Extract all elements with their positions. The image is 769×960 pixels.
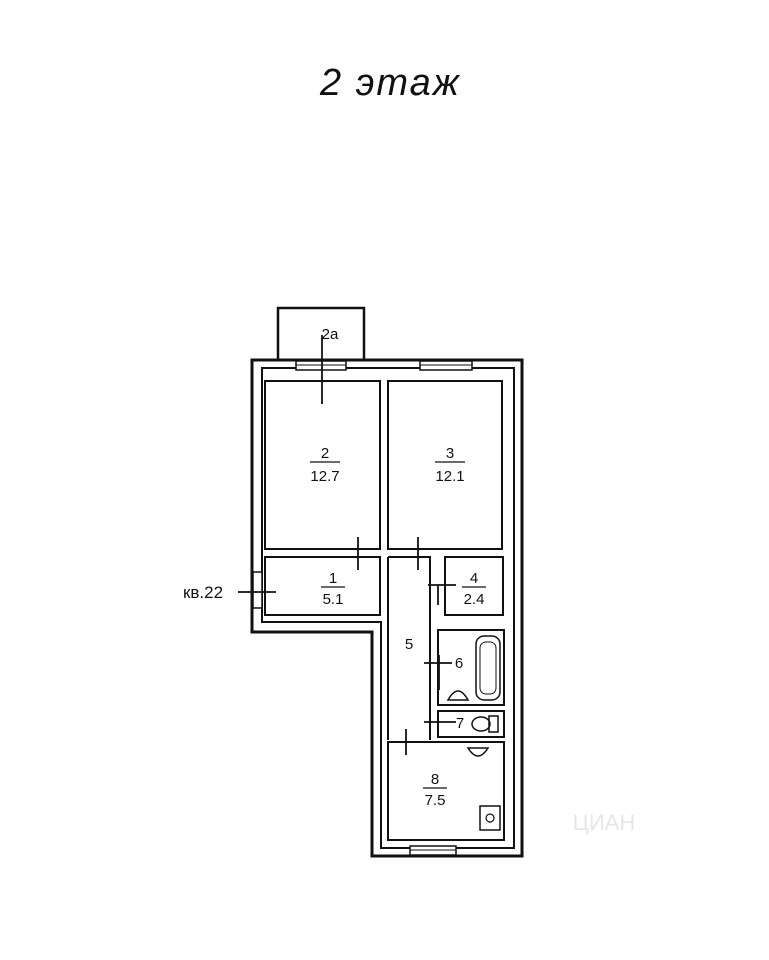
kitchen-sink [466, 747, 490, 757]
room-label-8: 8 [431, 771, 439, 788]
bathtub [475, 635, 501, 701]
watermark: ЦИАН [573, 810, 636, 835]
room-area-1: 5.1 [323, 591, 344, 608]
toilet-bowl [471, 715, 499, 733]
window-room-2 [295, 360, 347, 371]
floor-title: 2 этаж [320, 62, 461, 104]
room-label-7: 7 [456, 715, 464, 732]
outer-wall [250, 358, 524, 858]
door-marks [238, 335, 456, 755]
room-6 [437, 629, 505, 706]
room-area-8: 7.5 [425, 792, 446, 809]
inner-outline [261, 367, 515, 849]
room-label-5: 5 [405, 636, 413, 653]
room-label-2: 2 [321, 445, 329, 462]
hall-5 [387, 556, 431, 740]
room-2 [264, 380, 381, 550]
room-7 [437, 710, 505, 738]
room-label-4: 4 [470, 570, 478, 587]
room-1 [264, 556, 381, 616]
window-room-1 [252, 571, 263, 609]
balcony-2a [276, 306, 366, 362]
window-room-8 [409, 845, 457, 856]
room-4 [444, 556, 504, 616]
stove [479, 805, 501, 831]
room-area-2: 12.7 [310, 468, 339, 485]
apartment-label: кв.22 [183, 583, 223, 602]
room-label-6: 6 [455, 655, 463, 672]
room-label-1: 1 [329, 570, 337, 587]
room-3 [387, 380, 503, 550]
window-room-3 [419, 360, 473, 371]
room-area-4: 2.4 [464, 591, 485, 608]
room-label-3: 3 [446, 445, 454, 462]
room-area-3: 12.1 [435, 468, 464, 485]
room-8 [387, 741, 505, 841]
washbasin [446, 690, 470, 701]
room-label-2a: 2а [322, 326, 339, 343]
